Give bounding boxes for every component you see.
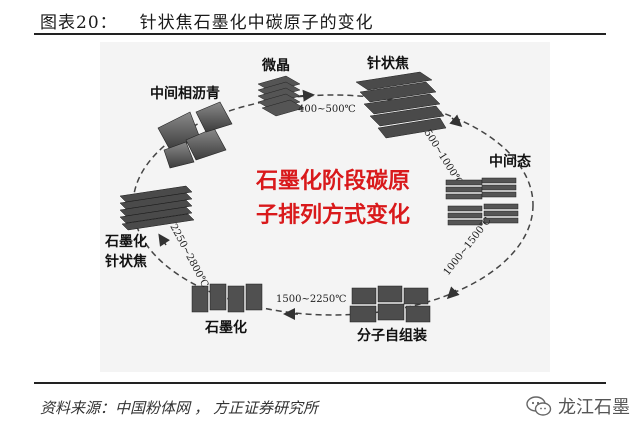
stage-graphitization-label: 石墨化 <box>204 319 247 336</box>
arrow-5 <box>158 233 170 247</box>
stage-asphalt-label: 中间相沥青 <box>150 85 220 102</box>
figure-title-text: 针状焦石墨化中碳原子的变化 <box>139 13 374 33</box>
source-note: 资料来源：中国粉体网，方正证券研究所 <box>40 397 318 418</box>
bottom-rule <box>34 382 606 384</box>
stage-microcrystal-label: 微晶 <box>261 57 290 74</box>
stage-graphitized-label-2: 针状焦 <box>104 253 147 270</box>
asphalt-flakes-graphic <box>157 101 233 169</box>
top-rule <box>34 33 606 35</box>
center-title-line2: 子排列方式变化 <box>256 202 410 228</box>
arrow-3 <box>446 286 460 300</box>
wechat-icon <box>526 396 552 416</box>
needle-coke-graphic <box>355 71 447 139</box>
source-label: 资料来源： <box>40 399 116 417</box>
watermark-text: 龙江石墨 <box>558 397 630 418</box>
cycle-path <box>132 94 534 316</box>
temperature-4: 1500~2250℃ <box>276 294 346 305</box>
center-title-line1: 石墨化阶段碳原 <box>255 168 410 194</box>
molecular-assembly-graphic <box>349 285 431 323</box>
figure-number: 图表20： <box>40 13 118 33</box>
mesophase-graphic <box>445 177 519 226</box>
temperature-1: 400~500℃ <box>298 104 356 115</box>
stage-mesophase-label: 中间态 <box>489 153 531 170</box>
microcrystal-graphic <box>257 75 305 117</box>
source-separator: ， <box>194 399 210 417</box>
arrow-2 <box>449 114 463 127</box>
arrow-1 <box>299 89 315 102</box>
stage-needle-coke-label: 针状焦 <box>366 55 409 72</box>
watermark: 龙江石墨 <box>526 393 630 419</box>
source-name-2: 方正证券研究所 <box>213 399 319 417</box>
figure-title: 图表20： 针状焦石墨化中碳原子的变化 <box>40 8 374 33</box>
graphitized-needle-coke-graphic <box>119 185 195 231</box>
graphitization-graphic <box>191 283 263 313</box>
stage-molecular-assembly-label: 分子自组装 <box>357 327 428 344</box>
carbon-arrangement-diagram: 石墨化阶段碳原 子排列方式变化 中间相沥青 微晶 400~500℃ 针状焦 50… <box>100 42 550 372</box>
source-name: 中国粉体网 <box>115 399 191 417</box>
stage-graphitized-label-1: 石墨化 <box>104 233 147 250</box>
